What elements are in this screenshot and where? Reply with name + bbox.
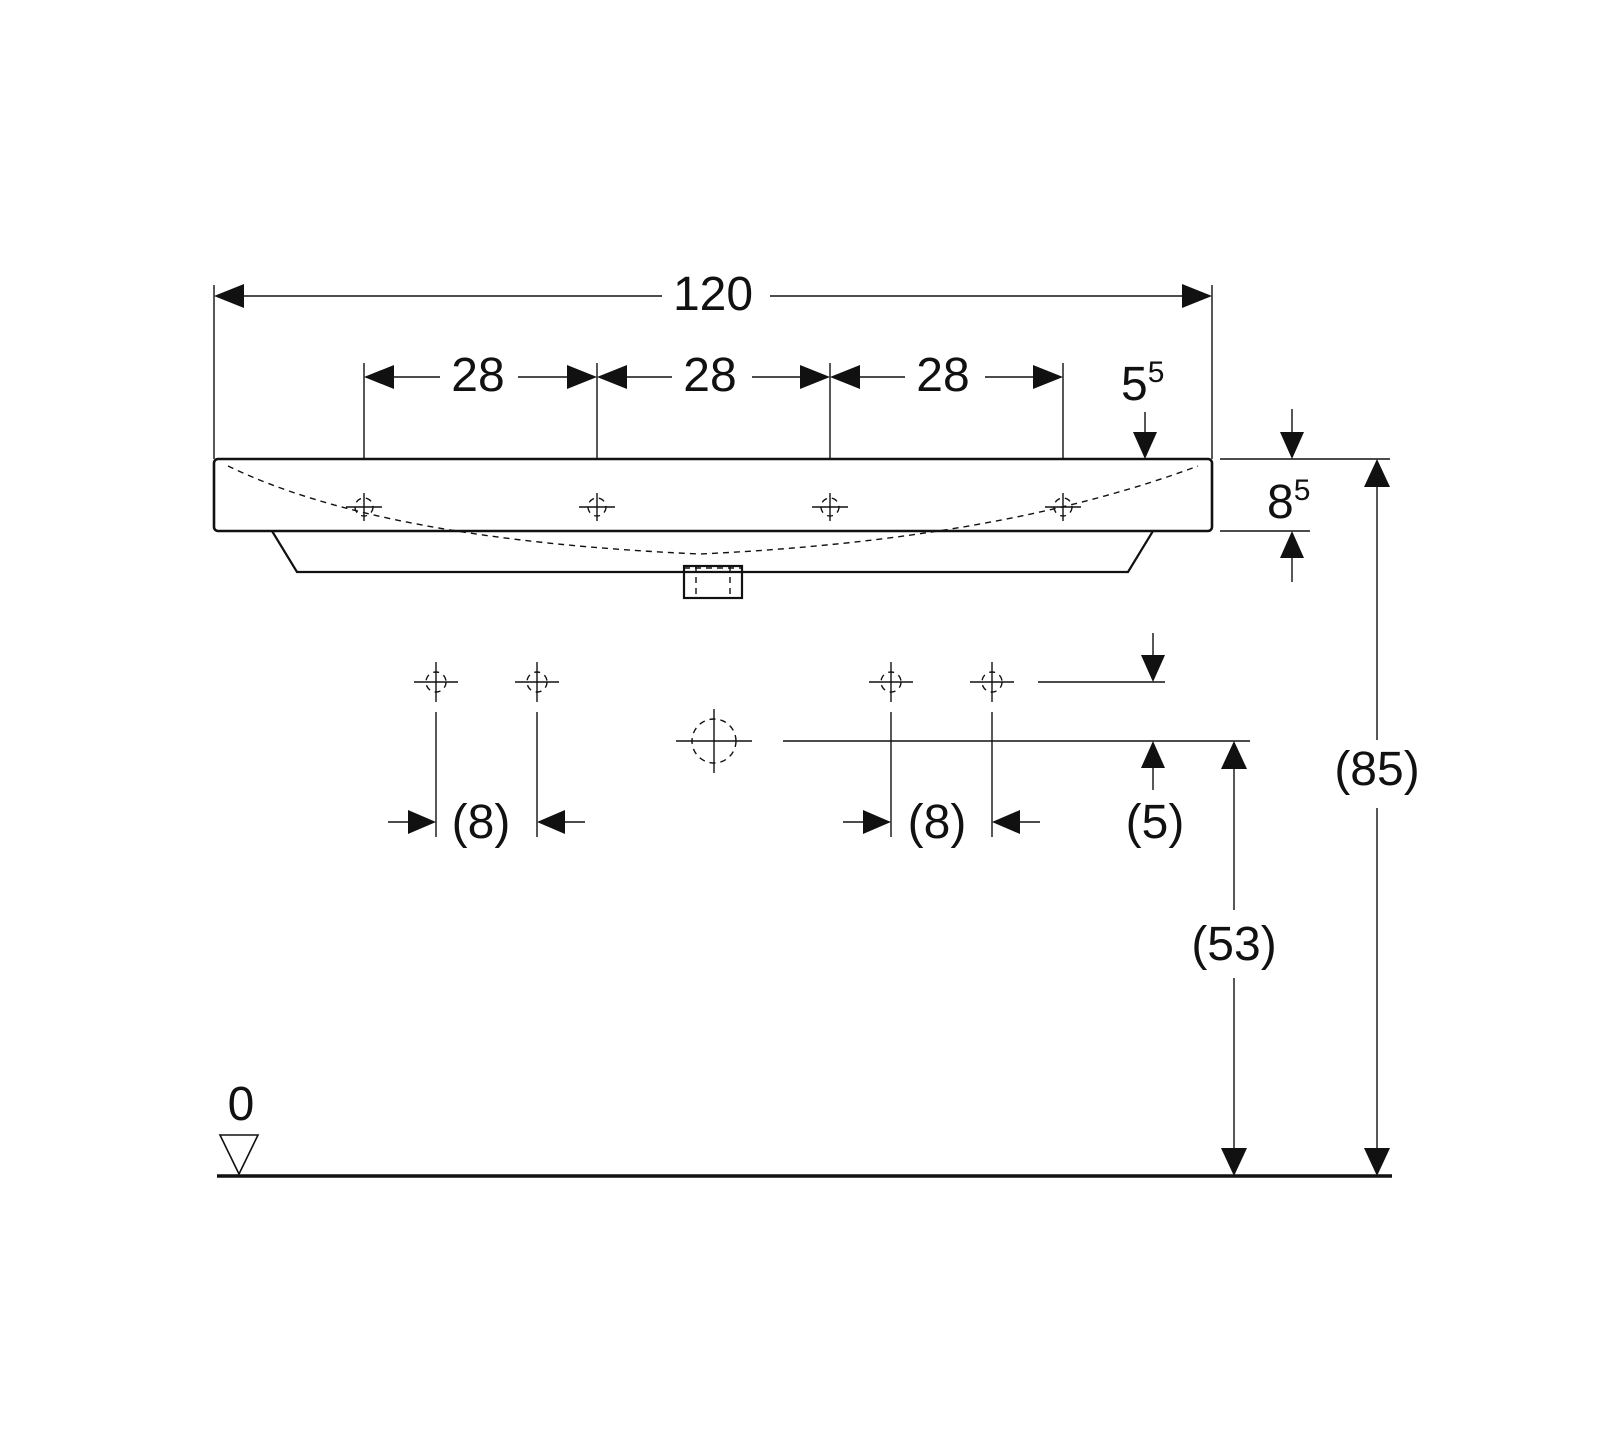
rim-height-superscript: 5 [1294,474,1311,507]
washbasin-outline [212,457,1214,600]
arrow-up-icon [1141,741,1165,768]
arrow-down-icon [1364,1148,1390,1176]
rim-total-height-label: (85) [1334,743,1419,796]
tap-hole-markers [346,493,1081,521]
tap-hole-icon [579,493,615,521]
arrow-down-icon [1133,432,1157,459]
tap-spacing-label-3: 28 [916,349,969,402]
arrow-right-icon [408,810,436,834]
arrow-right-icon [863,810,891,834]
tap-hole-icon [346,493,382,521]
connection-point-icon [515,662,559,702]
arrow-left-icon [992,810,1020,834]
connection-spacing-right-label: (8) [908,796,967,849]
connection-spacing-left-dimension: (8) [388,712,585,849]
connection-spacing-left-label: (8) [452,796,511,849]
rim-height-label: 8 [1267,476,1294,529]
arrow-down-icon [1141,655,1165,682]
rim-offset-label: 5 [1121,358,1148,411]
arrow-left-icon [214,284,244,308]
arrow-up-icon [1221,741,1247,769]
svg-text:55: 55 [1121,356,1164,411]
tap-spacing-dimensions: 28 28 28 [363,349,1064,459]
floor-level: 0 [217,1078,1392,1178]
rim-offset-superscript: 5 [1148,356,1165,389]
supply-connection-markers [414,662,1014,773]
connection-offset-label: (5) [1126,796,1185,849]
arrow-right-icon [1182,284,1212,308]
floor-level-label: 0 [228,1078,255,1131]
rim-total-height-dimension: (85) [1334,459,1420,1176]
connection-offset-dimension: (5) [783,633,1250,849]
overall-width-dimension: 120 [213,268,1213,459]
tap-spacing-label-1: 28 [451,349,504,402]
connection-point-icon [414,662,458,702]
arrow-left-icon [537,810,565,834]
rim-height-dimension: 85 [1220,409,1390,582]
svg-text:85: 85 [1267,474,1310,529]
connection-point-icon [869,662,913,702]
tap-spacing-label-2: 28 [683,349,736,402]
level-marker-icon [218,1134,260,1176]
arrow-up-icon [1364,459,1390,487]
overall-width-label: 120 [673,268,753,321]
tap-hole-icon [812,493,848,521]
waste-height-label: (53) [1191,918,1276,971]
connection-spacing-right-dimension: (8) [843,712,1040,849]
tap-hole-icon [1045,493,1081,521]
waste-height-dimension: (53) [1191,741,1277,1176]
arrow-down-icon [1221,1148,1247,1176]
waste-connection-icon [676,709,752,773]
connection-point-icon [970,662,1014,702]
arrow-up-icon [1280,531,1304,558]
rim-offset-dimension: 55 [1121,356,1164,459]
arrow-down-icon [1280,432,1304,459]
